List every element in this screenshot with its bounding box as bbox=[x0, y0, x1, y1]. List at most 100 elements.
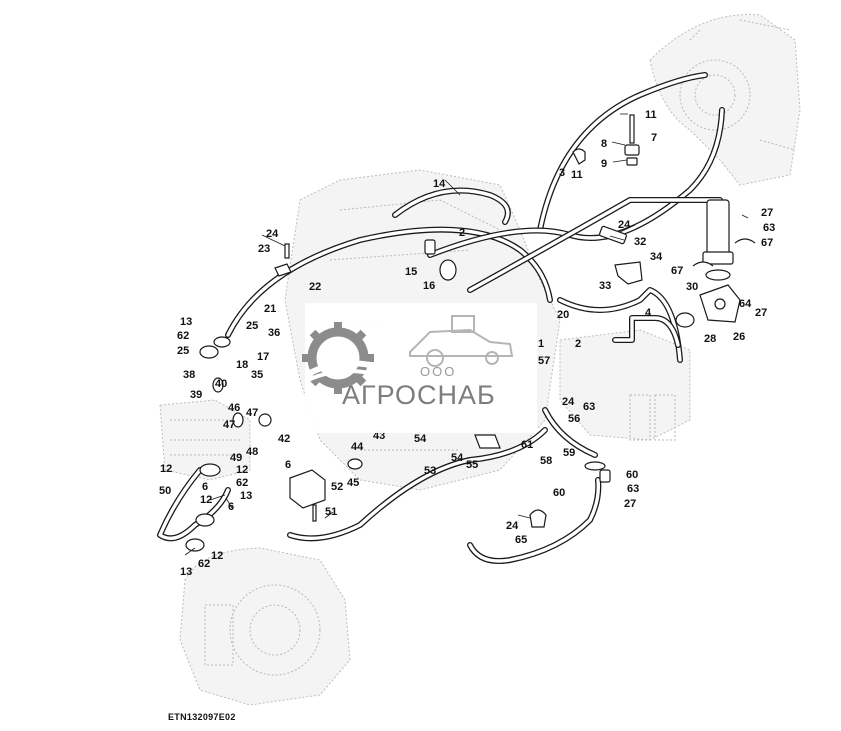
callout: 3 bbox=[559, 167, 565, 179]
callout: 63 bbox=[627, 483, 639, 495]
ghost-valve-block-right bbox=[559, 329, 691, 441]
callout: 6 bbox=[285, 459, 291, 471]
callout: 54 bbox=[451, 452, 464, 464]
fitting-bolt-11 bbox=[624, 114, 640, 166]
callout-labels: 14 11 7 8 9 3 11 2 24 23 15 16 22 21 25 … bbox=[159, 109, 775, 578]
callout: 8 bbox=[601, 138, 607, 150]
tee-fitting-4 bbox=[612, 315, 681, 348]
callout: 62 bbox=[236, 477, 248, 489]
callout: 58 bbox=[540, 455, 552, 467]
callout: 65 bbox=[515, 534, 527, 546]
callout: 2 bbox=[575, 338, 581, 350]
callout: 24 bbox=[266, 228, 279, 240]
callout: 49 bbox=[230, 452, 242, 464]
callout: 18 bbox=[236, 359, 248, 371]
callout: 54 bbox=[414, 433, 427, 445]
harvester-logo-icon bbox=[409, 315, 514, 367]
callout: 13 bbox=[180, 316, 192, 328]
callout: 12 bbox=[211, 550, 223, 562]
callout: 36 bbox=[268, 327, 280, 339]
callout: 50 bbox=[159, 485, 171, 497]
callout: 24 bbox=[562, 396, 575, 408]
callout: 32 bbox=[634, 236, 646, 248]
gear-logo-icon bbox=[302, 322, 377, 394]
hose-left-loop-50 bbox=[157, 467, 231, 542]
callout: 12 bbox=[200, 494, 212, 506]
callout: 62 bbox=[198, 558, 210, 570]
callout: 59 bbox=[563, 447, 575, 459]
callout: 46 bbox=[228, 402, 240, 414]
leader-lines bbox=[184, 113, 749, 556]
callout: 17 bbox=[257, 351, 269, 363]
ghost-tractor-housing-top-right bbox=[649, 14, 801, 186]
callout: 16 bbox=[423, 280, 435, 292]
connector-57 bbox=[474, 434, 501, 449]
fittings-left-cluster bbox=[185, 336, 363, 552]
callout: 7 bbox=[651, 132, 657, 144]
callout: 63 bbox=[763, 222, 775, 234]
callout: 51 bbox=[325, 506, 337, 518]
callout: 25 bbox=[177, 345, 189, 357]
o-ring-28 bbox=[675, 312, 695, 328]
callout: 63 bbox=[583, 401, 595, 413]
callout: 25 bbox=[246, 320, 258, 332]
watermark-company-name: АГРОСНАБ bbox=[342, 380, 496, 410]
clip-23 bbox=[274, 243, 292, 277]
callout: 61 bbox=[521, 439, 533, 451]
callout: 27 bbox=[624, 498, 636, 510]
callout: 12 bbox=[160, 463, 172, 475]
clamp-67 bbox=[692, 238, 756, 267]
watermark-panel bbox=[305, 303, 537, 433]
callout: 43 bbox=[373, 430, 385, 442]
hose-61-vertical bbox=[542, 407, 598, 458]
callout: 60 bbox=[626, 469, 638, 481]
hose-diagonal-cross bbox=[467, 197, 723, 293]
callout: 6 bbox=[228, 501, 234, 513]
ghost-valve-stack-left bbox=[159, 399, 251, 481]
callout: 20 bbox=[557, 309, 569, 321]
callout: 39 bbox=[190, 389, 202, 401]
callout: 14 bbox=[433, 178, 446, 190]
callout: 27 bbox=[761, 207, 773, 219]
callout: 28 bbox=[704, 333, 716, 345]
callout: 23 bbox=[258, 243, 270, 255]
callout: 13 bbox=[240, 490, 252, 502]
callout: 47 bbox=[223, 419, 235, 431]
callout: 4 bbox=[645, 307, 652, 319]
clip-24-bottom bbox=[529, 509, 547, 528]
callout: 38 bbox=[183, 369, 195, 381]
callout: 11 bbox=[571, 169, 583, 181]
callout: 48 bbox=[246, 446, 258, 458]
fitting-15-16 bbox=[424, 239, 457, 281]
callout: 30 bbox=[686, 281, 698, 293]
callout: 34 bbox=[650, 251, 663, 263]
callout: 62 bbox=[177, 330, 189, 342]
callout: 53 bbox=[424, 465, 436, 477]
callout: 60 bbox=[553, 487, 565, 499]
callout: 52 bbox=[331, 481, 343, 493]
hose-right-65 bbox=[467, 477, 602, 564]
callout: 9 bbox=[601, 158, 607, 170]
hose-bottom-51 bbox=[287, 427, 548, 542]
callout: 33 bbox=[599, 280, 611, 292]
callout: 2 bbox=[459, 227, 465, 239]
hose-main-long bbox=[225, 226, 553, 338]
callout: 47 bbox=[246, 407, 258, 419]
watermark-org-prefix: ООО bbox=[420, 364, 457, 379]
hose-top-to-housing bbox=[537, 72, 708, 233]
callout: 15 bbox=[405, 266, 417, 278]
callout: 13 bbox=[180, 566, 192, 578]
callout: 1 bbox=[538, 338, 544, 350]
valve-block-30 bbox=[699, 269, 741, 323]
callout: 24 bbox=[618, 219, 631, 231]
manifold-52 bbox=[289, 469, 326, 522]
callout: 55 bbox=[466, 459, 478, 471]
bracket-33 bbox=[599, 225, 643, 285]
elbow-fitting-3 bbox=[572, 148, 586, 165]
callout: 11 bbox=[645, 109, 657, 121]
hose-upper-arc-14 bbox=[392, 187, 511, 225]
callout: 56 bbox=[568, 413, 580, 425]
figure-code-label: ETN132097E02 bbox=[168, 712, 236, 722]
callout: 21 bbox=[264, 303, 276, 315]
callout: 67 bbox=[671, 265, 683, 277]
